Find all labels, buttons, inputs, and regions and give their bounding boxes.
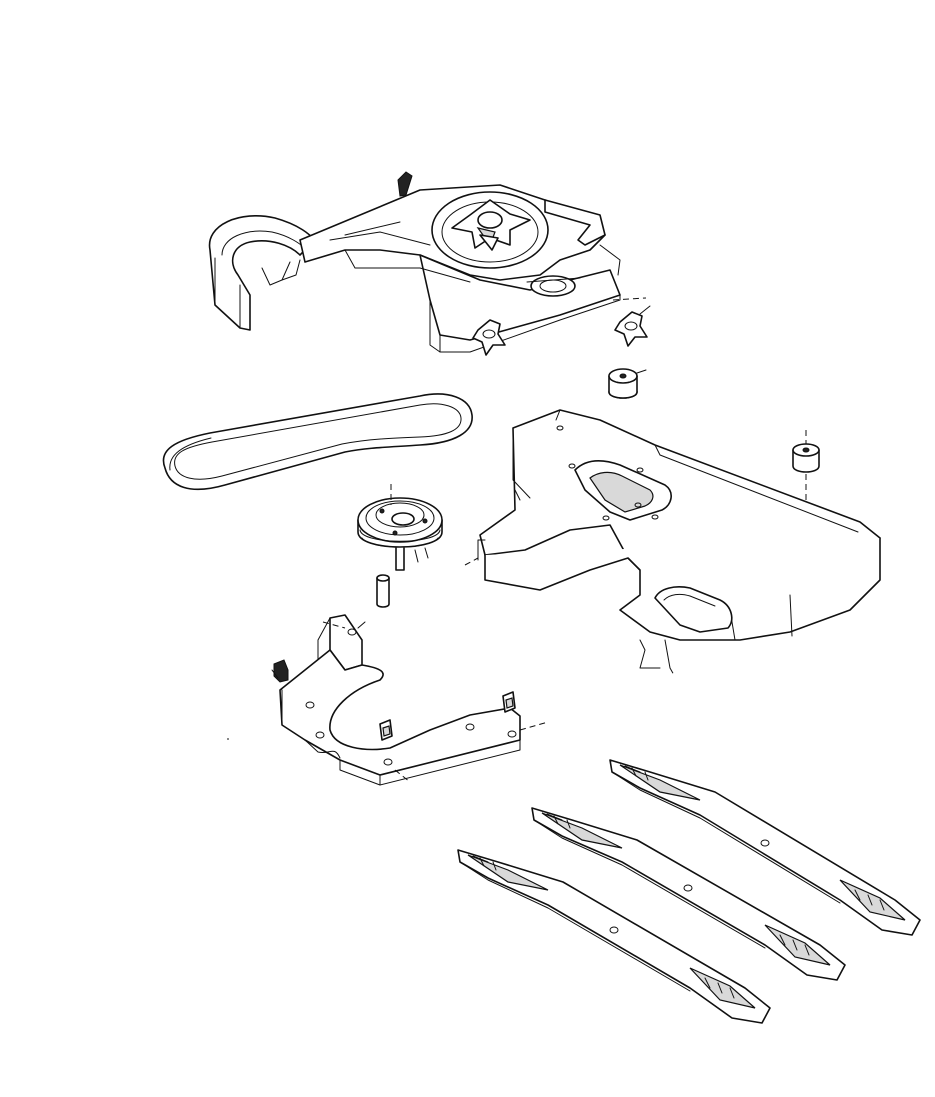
- blade-3: [457, 849, 771, 1024]
- mower-deck: [464, 409, 881, 676]
- blade-2: [531, 807, 846, 981]
- clip-left: [379, 719, 393, 741]
- deflector-cover: [208, 171, 647, 353]
- clip-side: [271, 659, 289, 683]
- clip-mid: [502, 691, 516, 713]
- blade-1: [609, 759, 921, 936]
- pin: [376, 574, 390, 608]
- drive-belt: [162, 393, 473, 491]
- spindle-pulley: [357, 484, 443, 571]
- knob-right: [614, 305, 651, 347]
- mounting-bracket: [227, 614, 549, 786]
- spacer-right: [792, 430, 820, 525]
- spacer-upper: [608, 368, 647, 399]
- knob-left: [472, 319, 506, 356]
